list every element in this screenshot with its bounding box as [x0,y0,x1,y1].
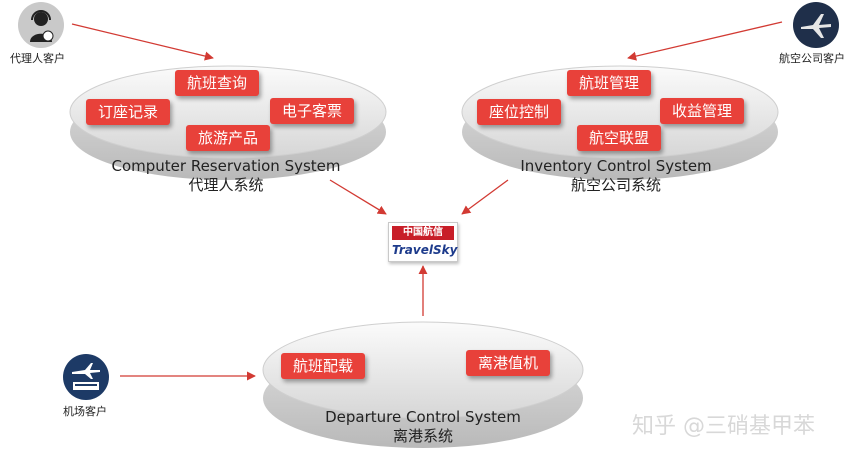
watermark-text: 知乎 @三硝基甲苯 [632,414,815,439]
ics-chip-airline-alliance: 航空联盟 [577,125,662,151]
arrow-crs-to-logo [329,179,387,215]
ics-name-cn: 航空公司系统 [570,176,661,194]
agent-headset-icon [18,2,64,48]
ics-chip-revenue-management: 收益管理 [660,98,745,124]
airport-plane-icon [63,354,109,400]
airport-label: 机场客户 [63,405,107,418]
agent-label: 代理人客户 [10,52,65,65]
dcs-chip-load-balance: 航班配载 [281,353,366,379]
ics-chip-seat-control: 座位控制 [477,99,562,125]
airplane-icon [793,2,839,48]
ics-chip-flight-management: 航班管理 [567,70,652,96]
arrow-agent-to-crs [71,23,214,61]
crs-chip-booking-record: 订座记录 [86,99,171,125]
travelsky-logo: 中国航信 TravelSky [388,222,458,262]
crs-name-cn: 代理人系统 [188,176,264,194]
dcs-name-en: Departure Control System [325,408,521,426]
crs-chip-travel-products: 旅游产品 [186,125,271,151]
ics-name-en: Inventory Control System [520,157,712,175]
airline-label: 航空公司客户 [779,52,845,65]
logo-cn-text: 中国航信 [392,226,454,240]
crs-chip-e-ticket: 电子客票 [270,98,355,124]
logo-en-text: TravelSky [392,243,458,257]
arrow-airline-to-ics [627,21,783,61]
dcs-name-cn: 离港系统 [392,427,453,445]
dcs-chip-check-in: 离港值机 [466,350,551,376]
arrow-ics-to-logo [461,179,509,215]
crs-chip-flight-query: 航班查询 [175,70,260,96]
crs-name-en: Computer Reservation System [111,157,341,175]
